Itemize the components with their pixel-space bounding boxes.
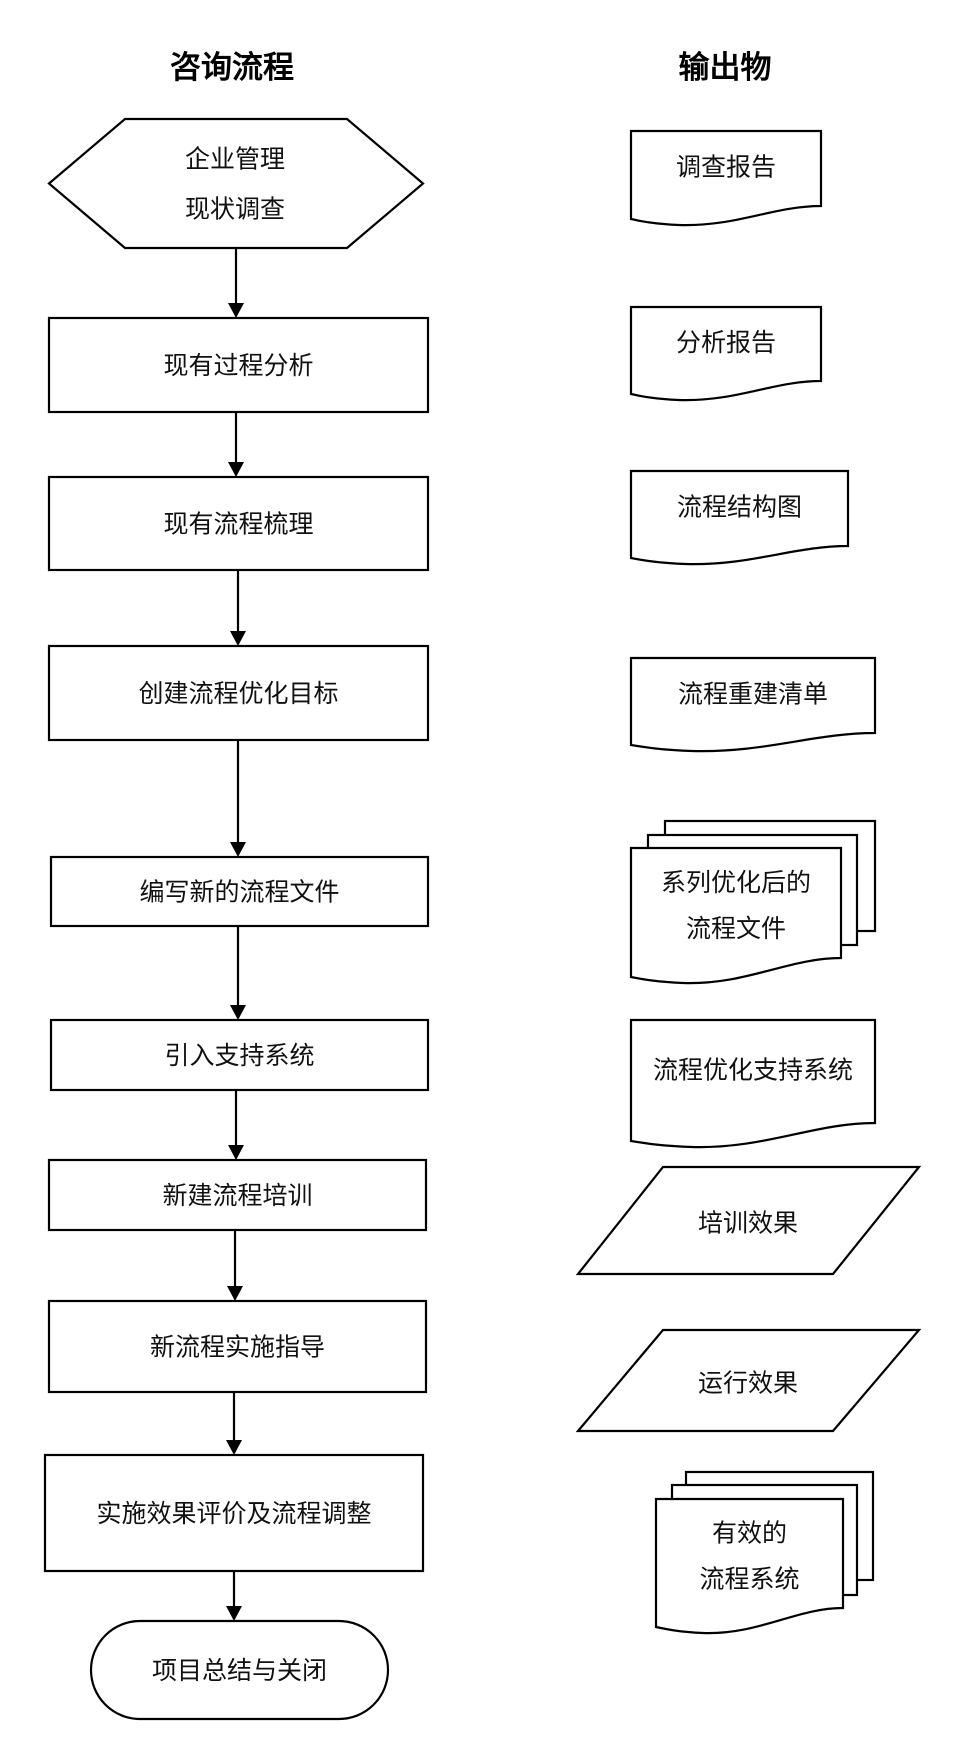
document-shape bbox=[629, 305, 823, 402]
process-step: 现有流程梳理 bbox=[47, 475, 430, 572]
flow-arrow bbox=[228, 412, 244, 477]
process-box bbox=[47, 1158, 428, 1232]
arrow-head-icon bbox=[226, 1440, 242, 1455]
document-shape bbox=[629, 656, 877, 753]
multi-document-shape bbox=[654, 1497, 845, 1635]
output-label: 流程文件 bbox=[686, 914, 786, 943]
arrow-head-icon bbox=[226, 1606, 242, 1621]
process-box bbox=[47, 1299, 428, 1394]
process-step-label: 编写新的流程文件 bbox=[139, 878, 339, 907]
process-step-label: 项目总结与关闭 bbox=[152, 1656, 327, 1685]
output-item: 分析报告 bbox=[629, 305, 823, 402]
process-column: 企业管理现状调查现有过程分析现有流程梳理创建流程优化目标编写新的流程文件引入支持… bbox=[43, 117, 430, 1721]
flow-arrow bbox=[228, 1090, 244, 1160]
arrow-head-icon bbox=[228, 1145, 244, 1160]
process-step-label: 实施效果评价及流程调整 bbox=[96, 1499, 371, 1528]
output-column: 调查报告分析报告流程结构图流程重建清单系列优化后的流程文件流程优化支持系统培训效… bbox=[575, 129, 922, 1635]
hexagon-shape bbox=[47, 117, 425, 250]
flow-arrow bbox=[226, 1392, 242, 1455]
output-label: 运行效果 bbox=[698, 1369, 798, 1398]
output-column-title: 输出物 bbox=[679, 50, 772, 86]
data-parallelogram-shape bbox=[575, 1165, 922, 1276]
process-step: 项目总结与关闭 bbox=[89, 1619, 390, 1721]
process-box bbox=[49, 855, 430, 928]
process-step-label: 创建流程优化目标 bbox=[138, 679, 338, 708]
output-label: 流程结构图 bbox=[677, 493, 802, 522]
output-label: 培训效果 bbox=[698, 1209, 798, 1238]
output-label: 有效的 bbox=[712, 1519, 787, 1548]
process-box bbox=[49, 1018, 430, 1092]
data-parallelogram-shape bbox=[575, 1328, 922, 1433]
output-label: 系列优化后的 bbox=[661, 868, 811, 897]
process-step: 新流程实施指导 bbox=[47, 1299, 428, 1394]
flow-arrow bbox=[227, 1230, 243, 1301]
process-step: 现有过程分析 bbox=[47, 316, 430, 414]
process-step-label: 现有流程梳理 bbox=[163, 510, 313, 539]
terminator-shape bbox=[89, 1619, 390, 1721]
process-step: 引入支持系统 bbox=[49, 1018, 430, 1092]
process-step-label: 新建流程培训 bbox=[162, 1181, 312, 1210]
flow-arrow bbox=[230, 740, 246, 857]
process-column-title: 咨询流程 bbox=[170, 50, 294, 86]
arrow-head-icon bbox=[230, 631, 246, 646]
process-step: 实施效果评价及流程调整 bbox=[43, 1453, 425, 1573]
process-step-label: 现有过程分析 bbox=[163, 351, 313, 380]
arrow-head-icon bbox=[230, 842, 246, 857]
output-item: 培训效果 bbox=[575, 1165, 922, 1276]
flow-arrow bbox=[230, 926, 246, 1020]
output-label: 流程重建清单 bbox=[678, 680, 828, 709]
output-item: 流程优化支持系统 bbox=[629, 1018, 877, 1149]
output-item: 流程重建清单 bbox=[629, 656, 877, 753]
output-label: 分析报告 bbox=[676, 328, 776, 357]
process-box bbox=[47, 475, 430, 572]
flow-arrow bbox=[228, 248, 244, 318]
process-step: 创建流程优化目标 bbox=[47, 644, 430, 742]
process-box bbox=[47, 316, 430, 414]
flow-arrow bbox=[230, 570, 246, 646]
process-step: 新建流程培训 bbox=[47, 1158, 428, 1232]
process-box bbox=[47, 644, 430, 742]
output-label: 调查报告 bbox=[676, 153, 776, 182]
process-box bbox=[43, 1453, 425, 1573]
document-shape bbox=[629, 129, 823, 227]
process-step-label: 引入支持系统 bbox=[164, 1041, 314, 1070]
process-step-label: 现状调查 bbox=[185, 195, 285, 224]
multi-document-shape bbox=[629, 846, 843, 985]
document-shape bbox=[629, 1018, 877, 1149]
arrow-head-icon bbox=[228, 303, 244, 318]
output-item: 流程结构图 bbox=[629, 469, 850, 566]
flow-arrow bbox=[226, 1571, 242, 1621]
process-step: 编写新的流程文件 bbox=[49, 855, 430, 928]
arrow-head-icon bbox=[227, 1286, 243, 1301]
output-item: 调查报告 bbox=[629, 129, 823, 227]
process-step-label: 企业管理 bbox=[185, 145, 285, 174]
output-label: 流程优化支持系统 bbox=[653, 1056, 853, 1085]
arrow-head-icon bbox=[228, 462, 244, 477]
document-shape bbox=[629, 469, 850, 566]
output-label: 流程系统 bbox=[699, 1565, 799, 1594]
process-step-label: 新流程实施指导 bbox=[150, 1333, 325, 1362]
arrow-head-icon bbox=[230, 1005, 246, 1020]
output-item: 运行效果 bbox=[575, 1328, 922, 1433]
